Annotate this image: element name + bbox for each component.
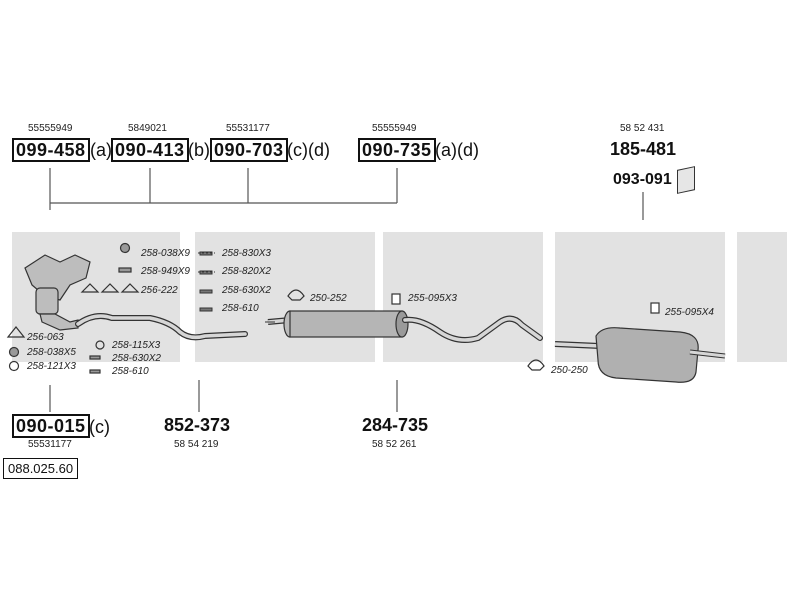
fitting-label: 258-630X2 [222,285,271,296]
kit-suffix: (b) [188,140,210,160]
washer-icon [95,340,105,350]
part-code: 852-373 [164,415,231,435]
fitting-label: 258-121X3 [27,361,76,372]
background-band [737,232,787,362]
fitting-label: 256-222 [141,285,178,296]
fitting-label: 258-610 [222,303,259,314]
gasket-icon [6,326,26,338]
clamp-label: 250-250 [551,365,588,376]
kit-oe-number: 55531177 [226,123,270,134]
clamp-icon [287,289,305,301]
leader-arrows [198,252,275,323]
kit-code-box: 090-413 [111,138,189,162]
hanger-icon [677,166,695,194]
kit-code-box: 099-458 [12,138,90,162]
kit-suffix: (c)(d) [287,140,330,160]
part-oe-number: 58 54 219 [174,439,219,450]
background-band [195,232,375,362]
bracket-icon [650,302,660,314]
fitting-label: 258-610 [112,366,149,377]
center-silencer-drawing [267,310,409,338]
kit-suffix: (c) [89,417,110,437]
rear-silencer-drawing [554,327,726,383]
part-code: 284-735 [362,415,429,435]
clamp-icon [527,359,545,371]
kit-oe-number: 55555949 [372,123,417,134]
catalog-reference: 088.025.60 [3,458,79,479]
part-oe-number: 58 52 431 [620,123,665,134]
bolt-icon [89,355,101,360]
fitting-label: 258-830X3 [222,248,271,259]
bolt-row-icon [199,251,213,312]
kit-code-box: 090-735 [358,138,436,162]
fitting-label: 258-038X9 [141,248,190,259]
fitting-label: 258-115X3 [112,340,161,351]
part-code: 185-481 [610,139,677,159]
fitting-label: 256-063 [27,332,64,343]
kit-suffix: (a)(d) [435,140,479,160]
stud-icon [118,267,132,273]
kit-suffix: (a) [90,140,112,160]
fitting-label: 258-038X5 [27,347,76,358]
gasket-row-icon [80,283,140,293]
bracket-label: 255-095X3 [408,293,457,304]
nut-icon [8,346,20,358]
clamp-label: 250-252 [310,293,347,304]
part-oe-number: 58 52 261 [372,439,417,450]
kit-code-box: 090-703 [210,138,288,162]
fitting-label: 258-820X2 [222,266,271,277]
fitting-label: 258-949X9 [141,266,190,277]
bracket-icon [391,293,401,305]
bracket-label: 255-095X4 [665,307,714,318]
kit-oe-number: 55531177 [28,439,72,450]
kit-code-box: 090-015 [12,414,90,438]
nut-icon [119,242,131,254]
manifold-drawing [24,254,91,331]
washer-icon [8,360,20,372]
kit-oe-number: 55555949 [28,123,73,134]
kit-oe-number: 5849021 [128,123,167,134]
fitting-label: 258-630X2 [112,353,161,364]
bolt-icon [89,369,101,374]
part-code: 093-091 [613,171,672,188]
kit-connector-lines [49,168,644,412]
